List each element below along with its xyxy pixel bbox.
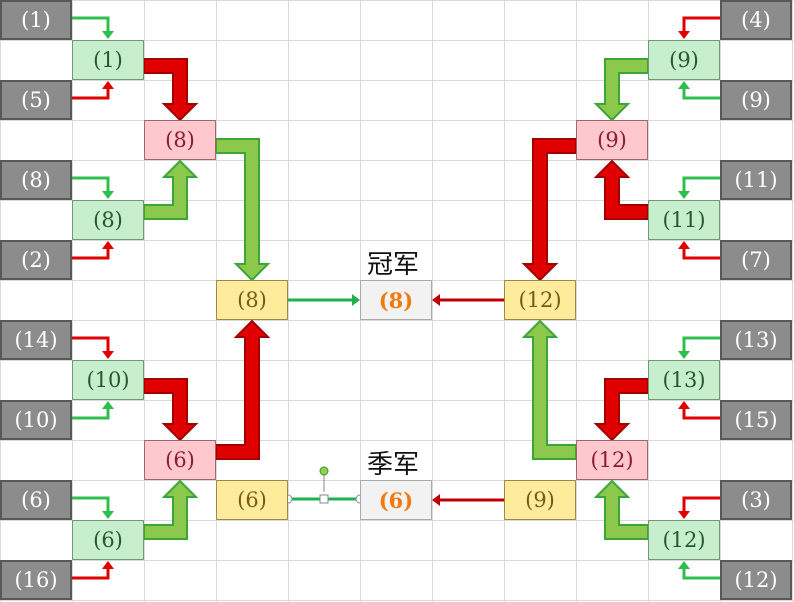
seed-box: (1) — [0, 0, 72, 40]
winner-arrow — [143, 378, 199, 442]
round1-winner: (6) — [72, 520, 144, 560]
finalist-left: (8) — [216, 280, 288, 320]
seed-box: (2) — [0, 240, 72, 280]
finalist-right: (12) — [504, 280, 576, 320]
winner-arrow — [143, 159, 199, 220]
seed-box: (7) — [720, 240, 792, 280]
seed-box: (14) — [0, 320, 72, 360]
connector-arrow — [72, 561, 114, 580]
round1-winner: (12) — [648, 520, 720, 560]
round2-winner: (8) — [144, 120, 216, 160]
connector-arrow — [72, 81, 114, 100]
round1-winner: (9) — [648, 40, 720, 80]
connector-arrow — [72, 336, 114, 359]
connector-arrow — [678, 496, 720, 519]
round1-winner: (11) — [648, 200, 720, 240]
third-place-arrow — [432, 494, 504, 506]
winner-arrow — [593, 58, 649, 122]
third-contender-right: (9) — [504, 480, 576, 520]
connector-arrow — [678, 16, 720, 39]
winner-arrow — [215, 319, 271, 460]
champion-result: (8) — [360, 280, 432, 320]
third-contender-left: (6) — [216, 480, 288, 520]
winner-arrow — [593, 378, 649, 442]
seed-box: (4) — [720, 0, 792, 40]
seed-box: (10) — [0, 400, 72, 440]
round1-winner: (1) — [72, 40, 144, 80]
seed-box: (9) — [720, 80, 792, 120]
round2-winner: (6) — [144, 440, 216, 480]
connector-arrow — [678, 81, 720, 100]
round2-winner: (12) — [576, 440, 648, 480]
seed-box: (12) — [720, 560, 792, 600]
seed-box: (16) — [0, 560, 72, 600]
connector-arrow — [72, 16, 114, 39]
champion-label: 冠军 — [367, 250, 420, 280]
connector-arrow — [72, 401, 114, 420]
winner-arrow — [593, 479, 649, 540]
seed-box: (13) — [720, 320, 792, 360]
connector-arrow — [678, 336, 720, 359]
connector-arrow — [72, 176, 114, 199]
winner-arrow — [593, 159, 649, 220]
final-arrow — [432, 294, 504, 306]
seed-box: (11) — [720, 160, 792, 200]
third-place-result: (6) — [360, 480, 432, 520]
seed-box: (3) — [720, 480, 792, 520]
connector-arrow — [678, 176, 720, 199]
seed-box: (15) — [720, 400, 792, 440]
final-arrow — [288, 294, 360, 306]
connector-arrow — [72, 241, 114, 260]
connector-arrow — [72, 496, 114, 519]
round1-winner: (10) — [72, 360, 144, 400]
connector-arrow — [678, 561, 720, 580]
winner-arrow — [521, 319, 577, 460]
seed-box: (8) — [0, 160, 72, 200]
connector-arrow — [678, 401, 720, 420]
seed-box: (5) — [0, 80, 72, 120]
winner-arrow — [521, 138, 577, 282]
connector-arrow — [678, 241, 720, 260]
round1-winner: (8) — [72, 200, 144, 240]
round2-winner: (9) — [576, 120, 648, 160]
winner-arrow — [143, 479, 199, 540]
third-place-label: 季军 — [367, 450, 420, 480]
seed-box: (6) — [0, 480, 72, 520]
winner-arrow — [143, 58, 199, 122]
winner-arrow — [215, 138, 271, 282]
round1-winner: (13) — [648, 360, 720, 400]
selected-connector — [283, 466, 365, 504]
